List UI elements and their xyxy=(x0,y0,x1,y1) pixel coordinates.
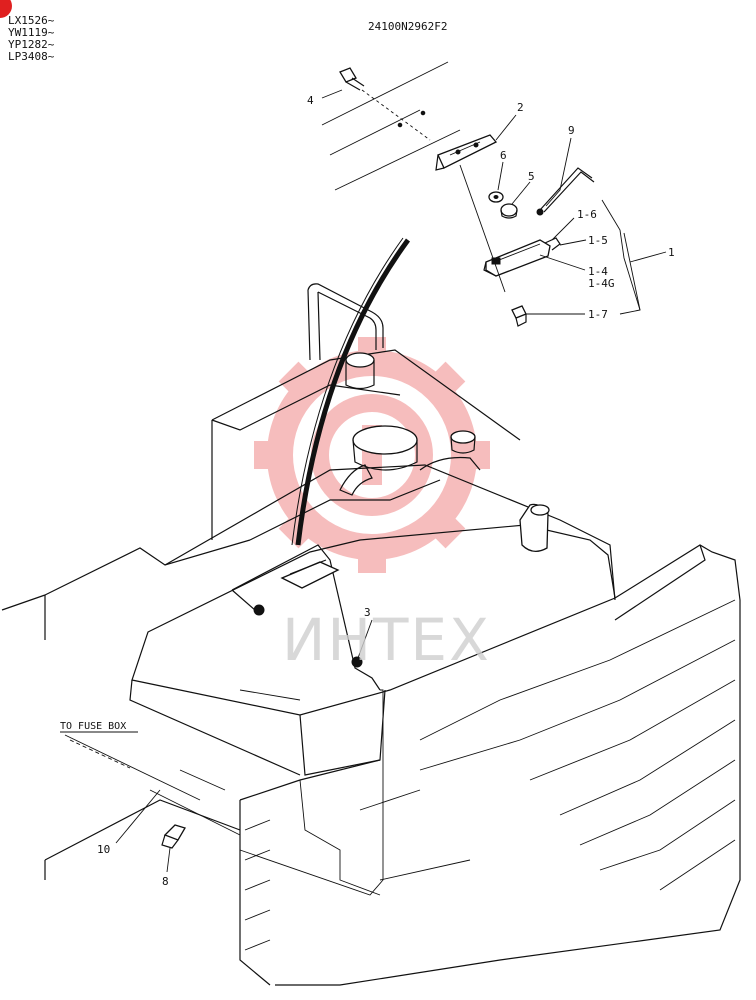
wire-harness xyxy=(239,689,384,896)
bracket-part-2 xyxy=(435,134,498,171)
rod-part-9 xyxy=(536,167,595,216)
watermark-gear-icon xyxy=(254,337,490,573)
serial-4: LP3408~ xyxy=(8,50,55,63)
callout-1-4: 1-4 xyxy=(588,265,608,278)
callout-8: 8 xyxy=(162,875,169,888)
serial-2: YW1119~ xyxy=(8,26,55,39)
drawing-number: 24100N2962F2 xyxy=(368,20,447,33)
machine-body xyxy=(1,349,741,986)
callout-9: 9 xyxy=(568,124,575,137)
serial-1: LX1526~ xyxy=(8,14,55,27)
nut-part-6 xyxy=(488,191,504,203)
antenna-wire xyxy=(295,238,411,546)
lock-assembly-part-1 xyxy=(483,237,561,277)
handrail xyxy=(307,283,384,361)
callout-leaders xyxy=(60,89,667,873)
clip-bolt-left xyxy=(253,604,265,616)
exhaust-pipe xyxy=(519,503,550,552)
callout-1-5: 1-5 xyxy=(588,234,608,247)
note-to-fuse-box: TO FUSE BOX xyxy=(60,721,126,732)
callout-1-7: 1-7 xyxy=(588,308,608,321)
serial-3: YP1282~ xyxy=(8,38,55,51)
callout-5: 5 xyxy=(528,170,535,183)
nut-part-5 xyxy=(500,203,518,219)
callout-1-4g: 1-4G xyxy=(588,277,615,290)
fuel-filler-cap xyxy=(339,425,418,496)
callout-3: 3 xyxy=(364,606,371,619)
clip-bolt-right xyxy=(351,656,363,668)
corner-badge-icon xyxy=(0,0,12,18)
breather-pipe xyxy=(345,352,375,390)
callout-10: 10 xyxy=(97,843,110,856)
watermark-text: ИНТЕХ xyxy=(282,606,491,674)
bolt-part-4 xyxy=(339,67,365,91)
callout-1-6: 1-6 xyxy=(577,208,597,221)
connector-part-8 xyxy=(161,824,186,849)
callout-1: 1 xyxy=(668,246,675,259)
callout-2: 2 xyxy=(517,101,524,114)
callout-4: 4 xyxy=(307,94,314,107)
callout-6: 6 xyxy=(500,149,507,162)
bolt-part-1-7 xyxy=(511,305,527,327)
cover-handle xyxy=(231,544,381,691)
hydraulic-tank-cap xyxy=(419,430,481,471)
